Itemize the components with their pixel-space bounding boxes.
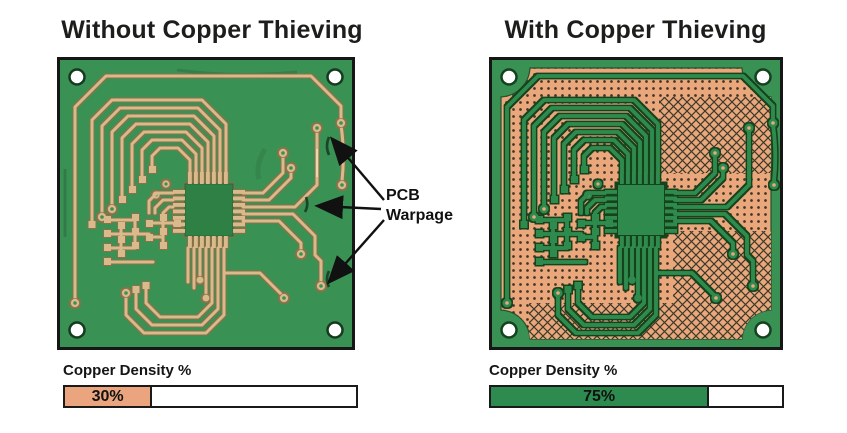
signal-traces — [502, 74, 779, 335]
board-shading — [63, 68, 298, 237]
mounting-hole — [326, 321, 344, 339]
mounting-hole — [500, 321, 518, 339]
mounting-holes — [500, 68, 772, 339]
left-panel-title: Without Copper Thieving — [61, 16, 363, 44]
mounting-hole — [754, 321, 772, 339]
right-density-fill: 75% — [491, 387, 710, 406]
warpage-arrows — [314, 136, 385, 285]
pcb-without-thieving — [57, 57, 355, 350]
warpage-label-line2: Warpage — [386, 207, 453, 224]
warpage-arrow — [329, 136, 385, 201]
mounting-holes — [68, 68, 344, 339]
mounting-hole — [500, 68, 518, 86]
pcb-right-illustration — [489, 57, 783, 350]
copper-traces — [70, 74, 347, 335]
left-density-fill: 30% — [65, 387, 153, 406]
left-density-bar: 30% — [63, 385, 358, 408]
pcb-left-illustration — [57, 57, 355, 350]
warpage-label: PCB Warpage — [386, 186, 453, 226]
chip-footprint — [616, 183, 666, 237]
chip-footprint — [184, 183, 234, 237]
mounting-hole — [326, 68, 344, 86]
warpage-label-line1: PCB — [386, 187, 420, 204]
right-panel-title: With Copper Thieving — [504, 16, 767, 44]
warpage-arrow — [326, 219, 385, 285]
right-density-label: Copper Density % — [489, 362, 618, 379]
right-density-value: 75% — [583, 387, 616, 405]
warpage-arrow — [314, 195, 382, 220]
mounting-hole — [68, 321, 86, 339]
mounting-hole — [754, 68, 772, 86]
crosshatch-regions — [529, 97, 771, 339]
mounting-hole — [68, 68, 86, 86]
right-density-bar: 75% — [489, 385, 784, 408]
left-density-label: Copper Density % — [63, 362, 192, 379]
left-density-value: 30% — [91, 387, 124, 405]
crosshatch-region — [673, 231, 771, 309]
pcb-with-thieving — [489, 57, 783, 350]
